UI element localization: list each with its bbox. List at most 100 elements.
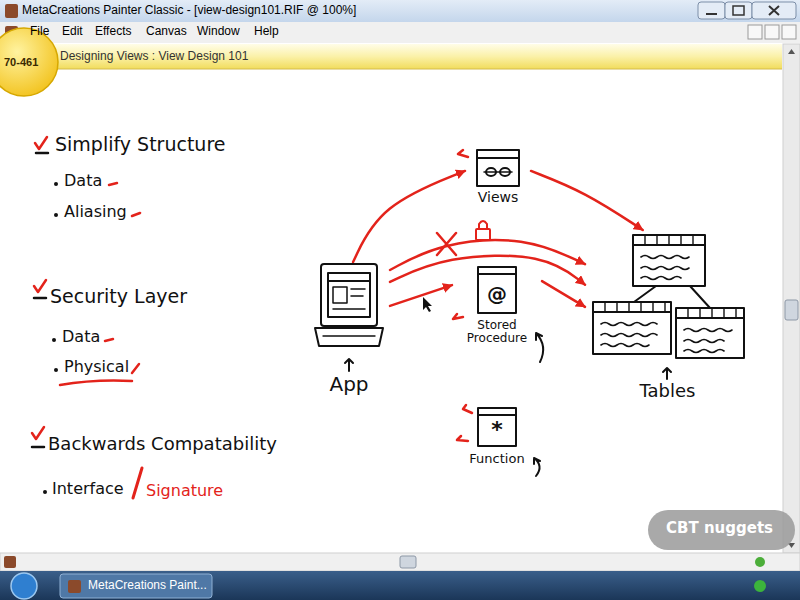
flow-arrow — [353, 171, 465, 262]
table-column — [668, 235, 669, 245]
table-row — [684, 329, 732, 332]
table-column — [664, 302, 665, 312]
table-column — [692, 235, 693, 245]
flow-arrow — [531, 171, 643, 230]
start-orb — [11, 573, 37, 599]
pointer-arrow — [534, 458, 540, 476]
view-bar — [484, 171, 512, 173]
laptop-keys — [323, 335, 375, 336]
menu-item: File — [30, 25, 49, 39]
table-column — [652, 302, 653, 312]
list-item: Aliasing — [64, 203, 127, 221]
app-window — [328, 273, 370, 317]
icon-symbol: * — [491, 418, 503, 442]
app-window-bar — [328, 280, 370, 282]
list-item: Interface — [52, 480, 124, 498]
tray-icon — [754, 580, 766, 592]
lock-shackle — [479, 221, 487, 229]
node-label: Views — [478, 190, 519, 205]
app-line — [351, 295, 363, 297]
table-outline — [593, 302, 671, 354]
red-dash — [109, 183, 117, 185]
table-row — [601, 334, 657, 337]
taskbar-label: MetaCreations Paint... — [88, 579, 207, 593]
app-line — [333, 308, 365, 310]
app-icon — [5, 4, 18, 18]
table-row — [601, 323, 657, 326]
red-dash — [132, 213, 140, 216]
list-dash — [32, 446, 44, 449]
scroll-thumb — [785, 300, 798, 320]
table-row — [601, 344, 649, 347]
icon-symbol: @ — [487, 283, 507, 305]
window-title: MetaCreations Painter Classic - [view-de… — [22, 4, 356, 18]
red-dash — [105, 339, 113, 341]
table-column — [735, 308, 736, 318]
table-column — [711, 308, 712, 318]
minimize-button — [698, 2, 725, 19]
table-column — [616, 302, 617, 312]
bullet — [54, 182, 58, 186]
red-underline — [60, 381, 132, 386]
node-icon — [588, 230, 748, 365]
bullet — [52, 338, 56, 342]
laptop-screen — [321, 264, 377, 326]
blocked-cross — [437, 233, 456, 255]
watermark: CBT nuggets — [666, 520, 773, 537]
status-icon — [4, 556, 16, 568]
list-heading: Simplify Structure — [55, 134, 226, 156]
object-box — [478, 408, 516, 446]
lesson-title: Designing Views : View Design 101 — [60, 50, 248, 64]
flow-arrow — [542, 281, 585, 307]
list-item: Physical — [64, 358, 129, 376]
doc-restore — [765, 25, 779, 39]
box-header — [478, 414, 516, 416]
watermark-plate — [648, 510, 795, 550]
node-icon — [475, 148, 521, 188]
close-glyph — [769, 6, 779, 15]
status-light — [755, 557, 765, 567]
red-dash — [132, 364, 139, 373]
box-header — [478, 273, 516, 275]
list-item: Data — [62, 328, 100, 346]
maximize-button — [725, 2, 752, 19]
pointer-arrow — [345, 359, 353, 371]
table-outline — [633, 235, 705, 286]
table-outline — [676, 308, 744, 358]
table-row — [641, 277, 681, 280]
node-label: Function — [469, 452, 524, 466]
table-row — [641, 256, 689, 259]
lock-icon — [476, 221, 490, 240]
node-icon: * — [476, 406, 518, 448]
scroll-up-arrow — [788, 49, 795, 54]
minimize-glyph — [706, 13, 717, 15]
lesson-bar — [0, 44, 782, 69]
node-label: Tables — [640, 381, 696, 401]
doc-minimize — [748, 25, 762, 39]
list-item: Data — [64, 172, 102, 190]
bullet — [54, 368, 58, 372]
procedure-node: @Stored Procedure — [452, 265, 542, 345]
small-arrow — [463, 405, 472, 413]
exam-code: 70-461 — [4, 56, 38, 69]
app-panel — [333, 287, 347, 303]
table-link — [690, 286, 710, 308]
small-arrow — [457, 436, 468, 441]
table-column — [656, 235, 657, 245]
list-item: Signature — [146, 482, 223, 500]
menu-item: Canvas — [146, 25, 187, 39]
list-dash — [36, 152, 48, 155]
list-heading: Security Layer — [50, 286, 187, 308]
check-mark — [35, 137, 47, 149]
table-link — [634, 286, 656, 302]
flow-arrow — [390, 285, 452, 306]
bullet — [54, 213, 58, 217]
menu-item: Edit — [62, 25, 83, 39]
table-column — [723, 308, 724, 318]
list-heading: Backwards Compatability — [48, 434, 277, 455]
node-icon — [313, 262, 385, 357]
table-row — [641, 267, 689, 270]
lock-body — [476, 229, 490, 240]
